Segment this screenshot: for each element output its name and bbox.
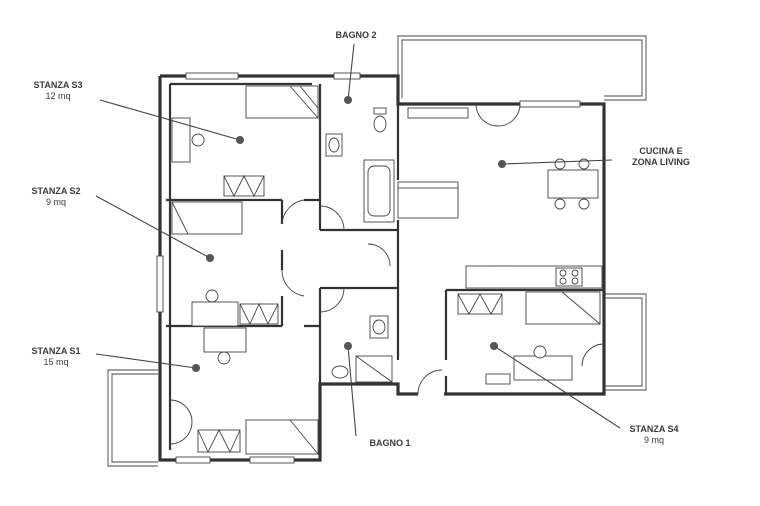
- room-name: STANZA S4: [629, 424, 679, 434]
- balcony-left: [107, 369, 158, 467]
- room-name: STANZA S1: [31, 346, 81, 356]
- label-cucina-zona-living: CUCINA E ZONA LIVING: [616, 146, 706, 168]
- room-name: STANZA S3: [33, 80, 83, 90]
- wardrobe-icon: [197, 174, 503, 454]
- label-stanza-s4: STANZA S4 9 mq: [622, 424, 686, 446]
- room-name-line2: ZONA LIVING: [632, 157, 690, 167]
- room-name: BAGNO 2: [335, 30, 377, 40]
- desk-icon: [171, 117, 573, 385]
- sofa: [397, 181, 459, 219]
- room-marker-dots: [192, 96, 506, 372]
- label-leaders: [95, 43, 621, 437]
- balcony-right: [604, 293, 647, 391]
- room-area: 15 mq: [43, 357, 69, 367]
- toilet-icon: [331, 107, 387, 379]
- dining-table: [547, 158, 599, 210]
- label-bagno-1: BAGNO 1: [360, 438, 420, 449]
- bed-icon: [171, 85, 601, 455]
- room-name: STANZA S2: [31, 186, 81, 196]
- room-area: 9 mq: [45, 197, 66, 207]
- balcony-top: [397, 35, 647, 101]
- stove-icon: [555, 267, 583, 287]
- label-stanza-s3: STANZA S3 12 mq: [26, 80, 90, 102]
- interior-walls: [166, 82, 604, 450]
- label-stanza-s2: STANZA S2 9 mq: [24, 186, 88, 208]
- chair-icon: [191, 133, 547, 365]
- room-area: 12 mq: [45, 91, 71, 101]
- room-name: BAGNO 1: [369, 438, 411, 448]
- room-name-line1: CUCINA E: [639, 146, 683, 156]
- shelf: [407, 107, 469, 119]
- shower-icon: [355, 355, 393, 383]
- room-area: 9 mq: [643, 435, 664, 445]
- label-bagno-2: BAGNO 2: [326, 30, 386, 41]
- door-icon: [169, 103, 605, 445]
- label-stanza-s1: STANZA S1 15 mq: [24, 346, 88, 368]
- window-icon: [156, 72, 581, 464]
- bathtub-icon: [363, 159, 395, 223]
